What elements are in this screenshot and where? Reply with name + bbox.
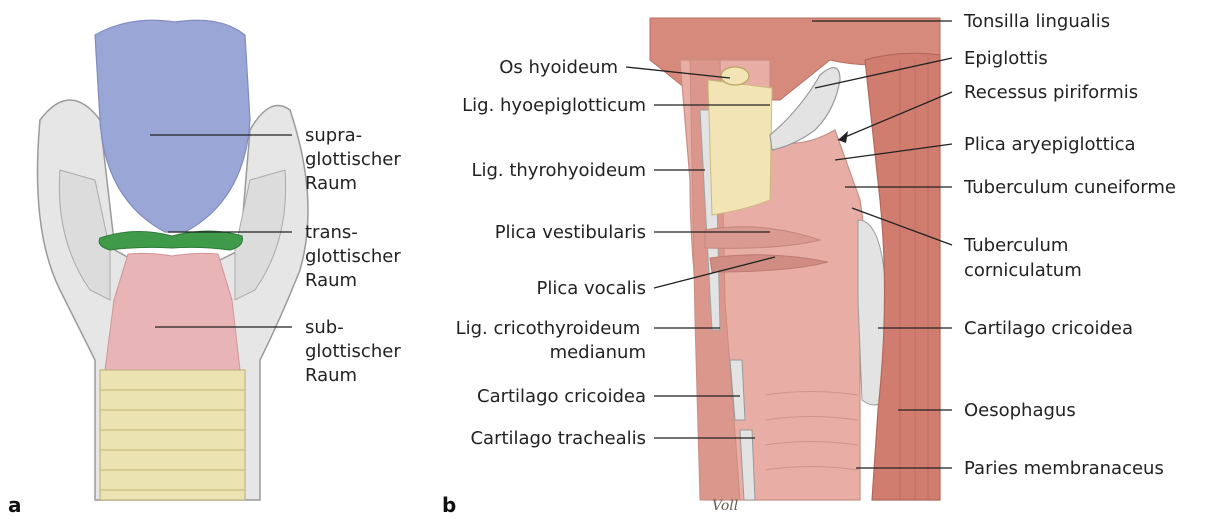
label-transglottic: trans- glottischer Raum	[305, 222, 406, 291]
artist-signature: Voll	[712, 498, 738, 514]
preepiglottic-fat	[708, 80, 772, 215]
label-oesophagus: Oesophagus	[964, 400, 1076, 421]
label-lig-thyrohyoideum: Lig. thyrohyoideum	[471, 160, 646, 181]
label-recessus-piriformis: Recessus piriformis	[964, 82, 1138, 103]
label-tuberculum-corniculatum: Tuberculum corniculatum	[963, 235, 1082, 281]
label-subglottic: sub- glottischer Raum	[305, 317, 406, 386]
label-lig-hyoepiglotticum: Lig. hyoepiglotticum	[462, 95, 646, 116]
panel-label-b: b	[442, 493, 456, 517]
label-plica-aryepiglottica: Plica aryepiglottica	[964, 134, 1136, 155]
label-tonsilla-lingualis: Tonsilla lingualis	[963, 11, 1110, 32]
panel-label-a: a	[8, 493, 22, 517]
label-plica-vocalis: Plica vocalis	[537, 278, 646, 299]
hyoid-bone	[721, 67, 749, 85]
label-lig-cricothyroideum: Lig. cricothyroideum medianum	[456, 318, 646, 363]
label-paries-membranaceus: Paries membranaceus	[964, 458, 1164, 479]
label-os-hyoideum: Os hyoideum	[499, 57, 618, 78]
label-cartilago-cricoidea-right: Cartilago cricoidea	[964, 318, 1133, 339]
panel-b-illustration	[650, 18, 940, 500]
label-cartilago-trachealis: Cartilago trachealis	[470, 428, 646, 449]
subglottic-space	[105, 253, 240, 370]
label-plica-vestibularis: Plica vestibularis	[495, 222, 646, 243]
panel-b-right-labels: Tonsilla lingualis Epiglottis Recessus p…	[963, 11, 1176, 479]
panel-b-left-labels: Os hyoideum Lig. hyoepiglotticum Lig. th…	[456, 57, 646, 449]
panel-a-illustration	[38, 20, 309, 500]
transglottic-space	[99, 231, 242, 250]
label-epiglottis: Epiglottis	[964, 48, 1048, 69]
supraglottic-space	[95, 20, 250, 232]
label-cartilago-cricoidea-left: Cartilago cricoidea	[477, 386, 646, 407]
label-tuberculum-cuneiforme: Tuberculum cuneiforme	[963, 177, 1176, 198]
label-supraglottic: supra- glottischer Raum	[305, 125, 406, 194]
